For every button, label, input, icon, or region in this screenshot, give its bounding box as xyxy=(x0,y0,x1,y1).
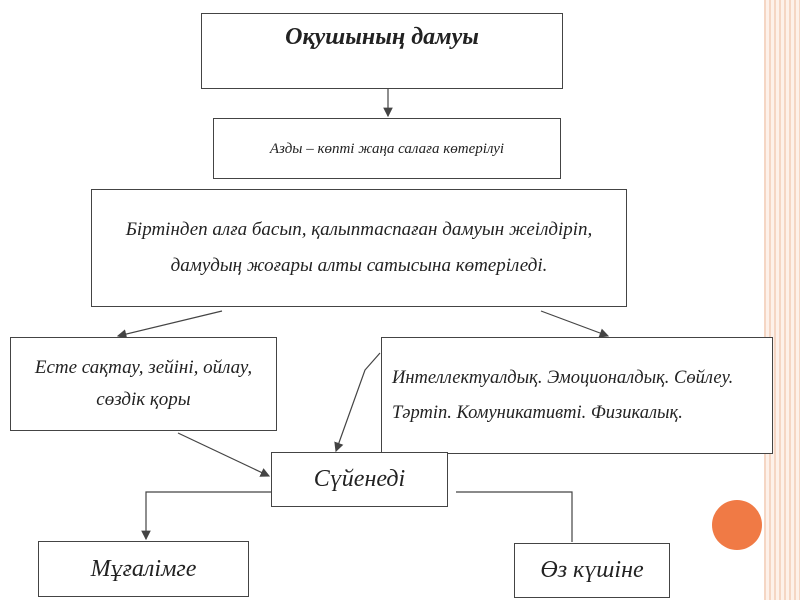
rise-text: Азды – көпті жаңа салаға көтерілуі xyxy=(269,140,505,157)
memory-text: Есте сақтау, зейіні, ойлау, сөздік қоры xyxy=(34,357,253,410)
arrow-steps-to-memory xyxy=(116,310,223,339)
steps-text: Біртіндеп алға басып, қалыптаспаған даму… xyxy=(125,219,593,276)
self-box: Өз күшіне xyxy=(514,543,670,598)
arrow-qualities-to-relies xyxy=(334,352,381,453)
qualities-text: Интеллектуалдық. Эмоционалдық. Сөйлеу. Т… xyxy=(392,367,734,423)
qualities-box: Интеллектуалдық. Эмоционалдық. Сөйлеу. Т… xyxy=(381,337,773,454)
decorative-stripe xyxy=(764,0,800,600)
arrow-steps-to-qualities xyxy=(540,310,610,338)
title-box: Оқушының дамуы xyxy=(201,13,563,89)
relies-box: Сүйенеді xyxy=(271,452,448,507)
teacher-box: Мұғалімге xyxy=(38,541,249,597)
rise-box: Азды – көпті жаңа салаға көтерілуі xyxy=(213,118,561,179)
diagram-title: Оқушының дамуы xyxy=(285,24,479,50)
line-relies-to-self xyxy=(456,491,573,542)
arrow-relies-to-teacher xyxy=(141,491,271,541)
teacher-text: Мұғалімге xyxy=(90,555,197,582)
arrow-memory-to-relies xyxy=(177,432,271,477)
relies-text: Сүйенеді xyxy=(313,466,406,492)
decorative-circle xyxy=(712,500,762,550)
steps-box: Біртіндеп алға басып, қалыптаспаған даму… xyxy=(91,189,627,307)
self-text: Өз күшіне xyxy=(540,557,644,583)
memory-box: Есте сақтау, зейіні, ойлау, сөздік қоры xyxy=(10,337,277,431)
